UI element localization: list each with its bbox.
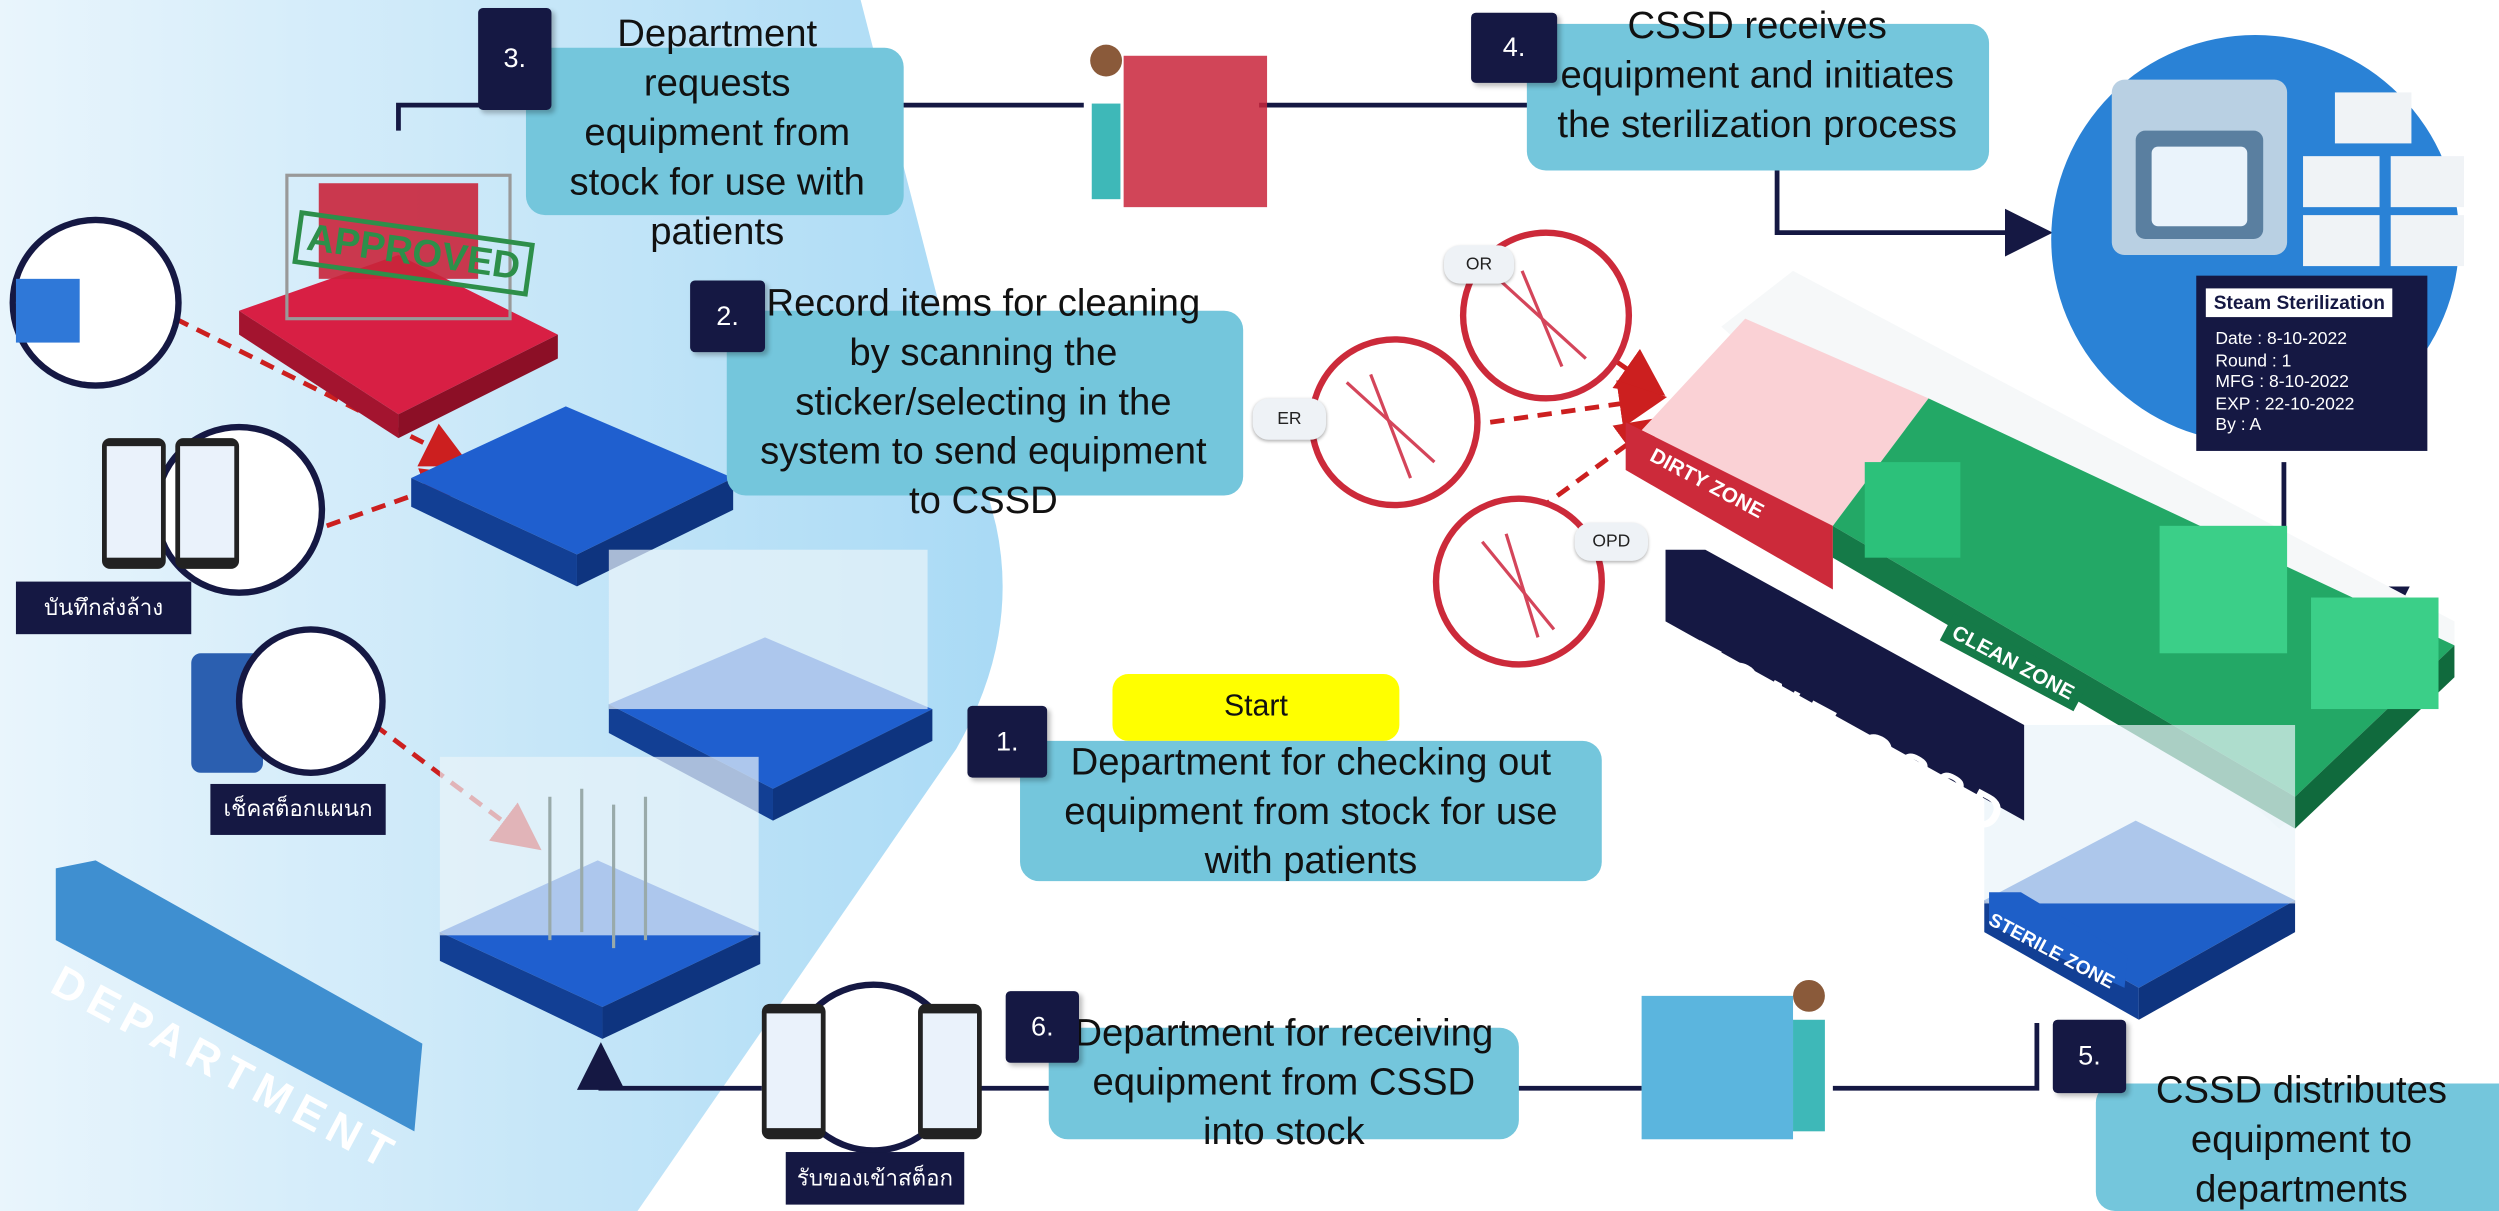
step-6-text: Department for receiving equipment from … <box>1074 1011 1494 1154</box>
sterilization-by: By : A <box>2215 415 2262 435</box>
origin-er-label: ER <box>1252 398 1327 440</box>
step-1-box <box>1020 740 1602 882</box>
origin-opd-label: OPD <box>1574 522 1648 561</box>
sterilization-mfg: MFG : 8-10-2022 <box>2215 372 2349 392</box>
step-5-text: CSSD distributes equipment to department… <box>2155 1069 2448 1211</box>
sterilization-card-title: Steam Sterilization <box>2205 288 2393 318</box>
step-1-number: 1. <box>967 705 1048 778</box>
step-4-text: CSSD receives equipment and initiates th… <box>1557 4 1958 147</box>
step-2-number: 2. <box>690 280 766 353</box>
sterilization-exp: EXP : 22-10-2022 <box>2215 394 2355 414</box>
step-4-number: 4. <box>1471 12 1558 83</box>
sterilization-date: Date : 8-10-2022 <box>2215 329 2347 349</box>
sterilization-card: Steam Sterilization Date : 8-10-2022 Rou… <box>2196 275 2428 451</box>
step-2-text: Record items for cleaning by scanning th… <box>760 282 1207 523</box>
step-6-box <box>1048 1027 1519 1140</box>
start-badge: Start <box>1112 674 1400 741</box>
step-6-number: 6. <box>1005 991 1080 1063</box>
step-1-text: Department for checking out equipment fr… <box>1064 740 1558 883</box>
step-3-number: 3. <box>478 7 552 110</box>
check-stock-label: เช็คสต็อกแผนก <box>210 783 386 835</box>
step-2-box <box>726 310 1244 496</box>
step-5-box <box>2095 1083 2499 1211</box>
receive-stock-label: รับของเข้าสต็อก <box>785 1152 965 1205</box>
step-4-box <box>1526 23 1990 171</box>
step-5-number: 5. <box>2052 1019 2127 1094</box>
sterilization-round: Round : 1 <box>2215 351 2292 371</box>
step-3-text: Department requests equipment from stock… <box>569 12 865 254</box>
step-3-box <box>525 47 904 216</box>
origin-or-label: OR <box>1443 245 1515 284</box>
send-wash-label: บันทึกส่งล้าง <box>15 581 192 635</box>
